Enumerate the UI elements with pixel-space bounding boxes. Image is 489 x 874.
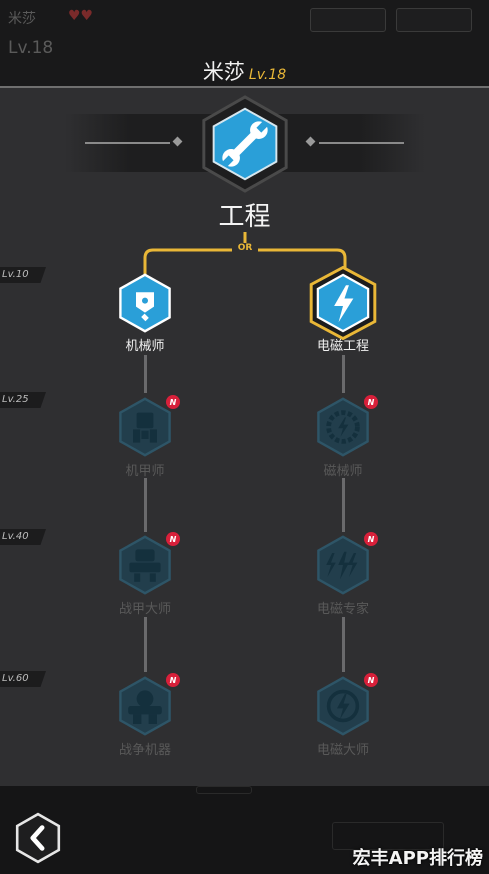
root-class-label: 工程 bbox=[218, 202, 271, 232]
character-level: Lv.18 bbox=[248, 67, 287, 83]
electro-expert-icon bbox=[326, 551, 358, 580]
bottom-bar bbox=[0, 786, 489, 874]
war-machine-icon bbox=[128, 690, 162, 724]
faded-top-button-2 bbox=[396, 8, 472, 32]
faded-hearts-icon: ♥♥ bbox=[68, 8, 94, 24]
level-tag: Lv.60 bbox=[0, 671, 46, 687]
new-badge: N bbox=[166, 395, 180, 409]
new-badge: N bbox=[364, 532, 378, 546]
skill-label: 机械师 bbox=[125, 339, 165, 354]
back-button[interactable] bbox=[12, 812, 64, 864]
mech-head-icon bbox=[136, 292, 154, 322]
tree-line bbox=[342, 478, 345, 532]
level-tag: Lv.25 bbox=[0, 392, 46, 408]
skill-label: 战争机器 bbox=[118, 743, 171, 758]
new-badge: N bbox=[364, 395, 378, 409]
skill-node-electromagnetic-master[interactable] bbox=[313, 676, 373, 736]
gear-lightning-icon bbox=[326, 410, 360, 444]
tree-line bbox=[342, 355, 345, 393]
skill-label: 电磁专家 bbox=[316, 602, 369, 617]
header-divider bbox=[0, 86, 489, 88]
level-tag: Lv.10 bbox=[0, 267, 46, 283]
chevron-left-icon bbox=[30, 825, 45, 851]
skill-node-electromagnetic-expert[interactable] bbox=[313, 535, 373, 595]
faded-top-button-1 bbox=[310, 8, 386, 32]
faded-character-name: 米莎 bbox=[8, 11, 36, 27]
battle-armor-icon bbox=[129, 549, 161, 582]
skill-node-war-machine[interactable] bbox=[115, 676, 175, 736]
mech-suit-icon bbox=[133, 412, 157, 443]
lightning-icon bbox=[334, 285, 354, 323]
skill-label: 战甲大师 bbox=[118, 602, 171, 617]
skill-node-magnetic-mechanic[interactable] bbox=[313, 397, 373, 457]
banner-line-left bbox=[85, 142, 170, 144]
skill-label: 电磁大师 bbox=[316, 743, 369, 758]
skill-tree-panel bbox=[0, 88, 489, 786]
skill-node-electromagnetic-engineering[interactable] bbox=[306, 266, 380, 340]
skill-label: 磁械师 bbox=[323, 464, 363, 479]
skill-label: 机甲师 bbox=[125, 464, 165, 479]
banner-line-right bbox=[319, 142, 404, 144]
root-class-node[interactable] bbox=[196, 95, 294, 193]
electro-master-icon bbox=[326, 689, 360, 723]
new-badge: N bbox=[364, 673, 378, 687]
level-tag: Lv.40 bbox=[0, 529, 46, 545]
or-label: OR bbox=[232, 243, 258, 253]
tree-line bbox=[342, 617, 345, 672]
skill-node-battle-armor-master[interactable] bbox=[115, 535, 175, 595]
tree-line bbox=[144, 478, 147, 532]
wrench-icon bbox=[221, 120, 269, 168]
tree-line bbox=[144, 355, 147, 393]
tree-line bbox=[144, 617, 147, 672]
skill-node-mech-suit[interactable] bbox=[115, 397, 175, 457]
faded-bottom-button bbox=[332, 822, 444, 850]
new-badge: N bbox=[166, 673, 180, 687]
skill-node-mechanic[interactable] bbox=[115, 273, 175, 333]
new-badge: N bbox=[166, 532, 180, 546]
faded-level: Lv.18 bbox=[8, 38, 54, 58]
faded-bottom-tab bbox=[196, 786, 252, 794]
skill-label: 电磁工程 bbox=[316, 339, 369, 354]
watermark: 宏丰APP排行榜 bbox=[352, 848, 483, 869]
character-name: 米莎 bbox=[202, 60, 245, 84]
